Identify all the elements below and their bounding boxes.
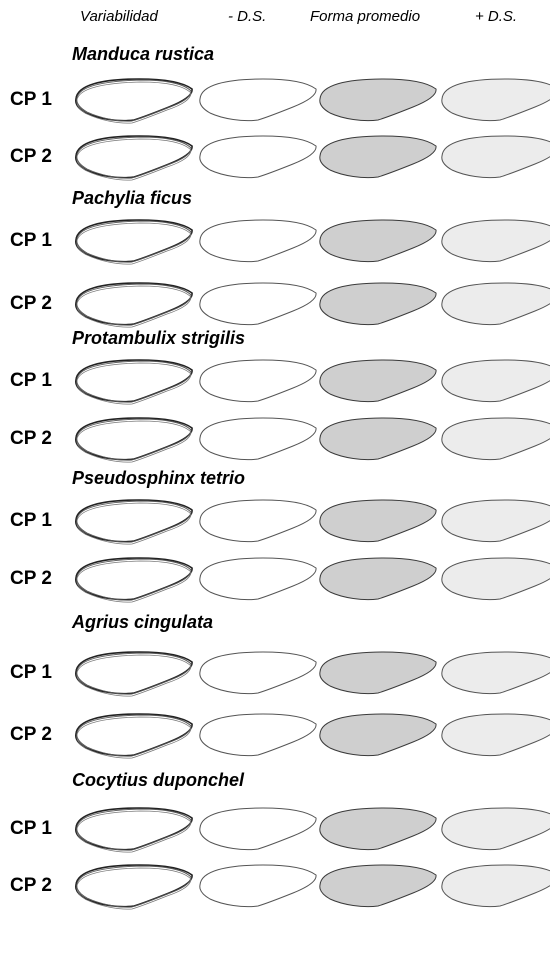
row-label: CP 2 [10, 724, 52, 746]
wing-minus-sd [200, 714, 316, 756]
species-title: Manduca rustica [72, 44, 214, 65]
cp1-row: CP 1 [0, 642, 550, 712]
wing-variability-outline [76, 283, 192, 327]
wing-minus-sd [200, 79, 316, 121]
wing-minus-sd [200, 500, 316, 542]
column-header-mean-shape: Forma promedio [310, 8, 420, 25]
wing-variability-outline [76, 652, 192, 696]
species-title: Agrius cingulata [72, 612, 213, 633]
wing-plus-sd [442, 865, 550, 907]
row-label: CP 2 [10, 875, 52, 897]
wing-mean-shape [320, 418, 436, 460]
wing-variability-outline [76, 418, 192, 462]
wing-variability-outline [76, 220, 192, 264]
row-label: CP 1 [10, 370, 52, 392]
row-label: CP 2 [10, 293, 52, 315]
wing-mean-shape [320, 865, 436, 907]
wing-shapes [0, 855, 550, 925]
wing-plus-sd [442, 283, 550, 325]
wing-minus-sd [200, 808, 316, 850]
cp2-row: CP 2 [0, 704, 550, 774]
wing-plus-sd [442, 714, 550, 756]
wing-mean-shape [320, 500, 436, 542]
row-label: CP 1 [10, 230, 52, 252]
wing-plus-sd [442, 220, 550, 262]
wing-mean-shape [320, 808, 436, 850]
wing-mean-shape [320, 79, 436, 121]
cp2-row: CP 2 [0, 126, 550, 196]
wing-variability-outline [76, 136, 192, 180]
cp2-row: CP 2 [0, 855, 550, 925]
wing-plus-sd [442, 652, 550, 694]
species-title: Cocytius duponchel [72, 770, 244, 791]
column-header-minus-sd: - D.S. [228, 8, 266, 25]
wing-plus-sd [442, 79, 550, 121]
species-title: Pseudosphinx tetrio [72, 468, 245, 489]
wing-plus-sd [442, 558, 550, 600]
column-header-variability: Variabilidad [80, 8, 158, 25]
wing-minus-sd [200, 558, 316, 600]
wing-shapes [0, 126, 550, 196]
cp2-row: CP 2 [0, 548, 550, 618]
wing-minus-sd [200, 865, 316, 907]
row-label: CP 2 [10, 146, 52, 168]
row-label: CP 1 [10, 818, 52, 840]
wing-plus-sd [442, 500, 550, 542]
wing-minus-sd [200, 220, 316, 262]
wing-variability-outline [76, 558, 192, 602]
wing-mean-shape [320, 558, 436, 600]
cp1-row: CP 1 [0, 210, 550, 280]
wing-minus-sd [200, 360, 316, 402]
wing-minus-sd [200, 418, 316, 460]
column-header-plus-sd: + D.S. [475, 8, 517, 25]
wing-variability-outline [76, 360, 192, 404]
wing-shapes [0, 548, 550, 618]
wing-minus-sd [200, 283, 316, 325]
wing-mean-shape [320, 360, 436, 402]
row-label: CP 1 [10, 662, 52, 684]
wing-plus-sd [442, 136, 550, 178]
wing-variability-outline [76, 714, 192, 758]
wing-variability-outline [76, 79, 192, 123]
wing-plus-sd [442, 418, 550, 460]
wing-shapes [0, 704, 550, 774]
row-label: CP 2 [10, 568, 52, 590]
wing-plus-sd [442, 808, 550, 850]
wing-plus-sd [442, 360, 550, 402]
wing-variability-outline [76, 865, 192, 909]
wing-variability-outline [76, 808, 192, 852]
wing-mean-shape [320, 714, 436, 756]
wing-mean-shape [320, 136, 436, 178]
wing-minus-sd [200, 136, 316, 178]
row-label: CP 1 [10, 89, 52, 111]
species-title: Pachylia ficus [72, 188, 192, 209]
wing-mean-shape [320, 283, 436, 325]
species-title: Protambulix strigilis [72, 328, 245, 349]
species-block: Cocytius duponchel CP 1 CP 2 [0, 770, 550, 960]
wing-shapes [0, 210, 550, 280]
row-label: CP 1 [10, 510, 52, 532]
wing-variability-outline [76, 500, 192, 544]
wing-mean-shape [320, 652, 436, 694]
wing-mean-shape [320, 220, 436, 262]
wing-shapes [0, 642, 550, 712]
wing-minus-sd [200, 652, 316, 694]
row-label: CP 2 [10, 428, 52, 450]
